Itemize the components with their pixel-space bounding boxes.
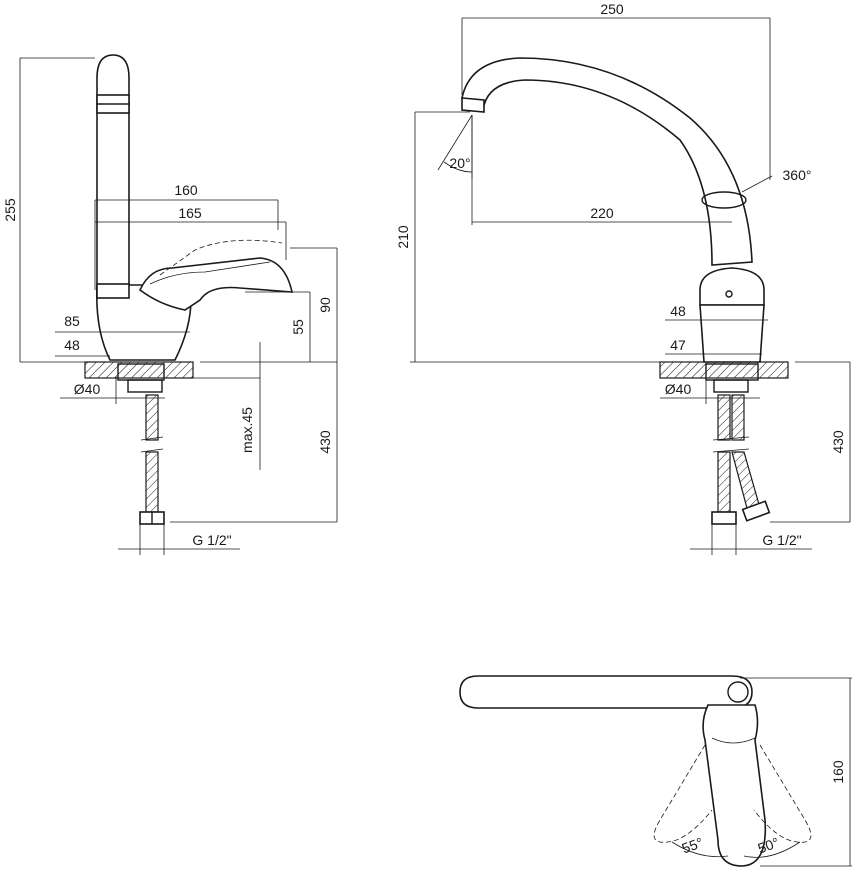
- body-cap: [699, 267, 765, 306]
- dim-85: 85: [64, 313, 80, 329]
- dim-160-top: 160: [830, 760, 846, 784]
- spout-top: [459, 675, 753, 709]
- hose-top: [145, 394, 159, 441]
- worktop-section: [84, 361, 194, 379]
- mixer-lever: [139, 257, 294, 311]
- hose-bottom: [145, 451, 159, 513]
- swivel-ring: [701, 191, 747, 209]
- spout-arc: [461, 57, 753, 266]
- mixer-body-front: [699, 304, 765, 363]
- lever-top: [702, 704, 767, 867]
- dim-48: 48: [64, 337, 80, 353]
- dim-48-front: 48: [670, 303, 686, 319]
- side-view: 255 160 165 85 48 55 90 Ø40 max.45 430 G…: [2, 54, 338, 555]
- hose-left-top: [717, 394, 731, 441]
- dim-d40: Ø40: [74, 381, 101, 397]
- dim-255: 255: [2, 198, 18, 222]
- body-collar: [96, 283, 130, 299]
- hose-right-bottom: [731, 451, 761, 513]
- dim-220: 220: [590, 205, 614, 221]
- dim-360: 360°: [783, 167, 812, 183]
- top-view: 55° 50° 160: [459, 675, 852, 867]
- hose-left-bottom: [717, 451, 731, 513]
- dim-430-side: 430: [317, 430, 333, 454]
- dim-250: 250: [600, 1, 624, 17]
- dim-165: 165: [178, 205, 202, 221]
- lever-position-right: [753, 744, 812, 843]
- dim-430-front: 430: [830, 430, 846, 454]
- dim-160: 160: [174, 182, 198, 198]
- hose-nut-right: [741, 500, 771, 522]
- dim-90: 90: [317, 297, 333, 313]
- front-view: 250 210 220 20° 360° 48 47 Ø40 430 G 1/2…: [395, 1, 851, 555]
- dim-d40-front: Ø40: [665, 381, 692, 397]
- hose-right-top: [731, 394, 745, 441]
- dim-47-front: 47: [670, 337, 686, 353]
- dim-210: 210: [395, 225, 411, 249]
- indicator-dot: [725, 290, 733, 298]
- dim-thread-front: G 1/2": [762, 532, 801, 548]
- dim-max45: max.45: [239, 407, 255, 453]
- dim-angle-50: 50°: [756, 834, 781, 856]
- lever-position-left: [653, 744, 713, 843]
- dim-angle-20: 20°: [449, 155, 470, 171]
- hose-nut-left: [711, 511, 737, 525]
- spout-aerator-front: [461, 97, 485, 113]
- dim-angle-55: 55°: [680, 834, 705, 856]
- spout-tube: [96, 54, 130, 293]
- dim-thread-side: G 1/2": [192, 532, 231, 548]
- dim-55: 55: [290, 319, 306, 335]
